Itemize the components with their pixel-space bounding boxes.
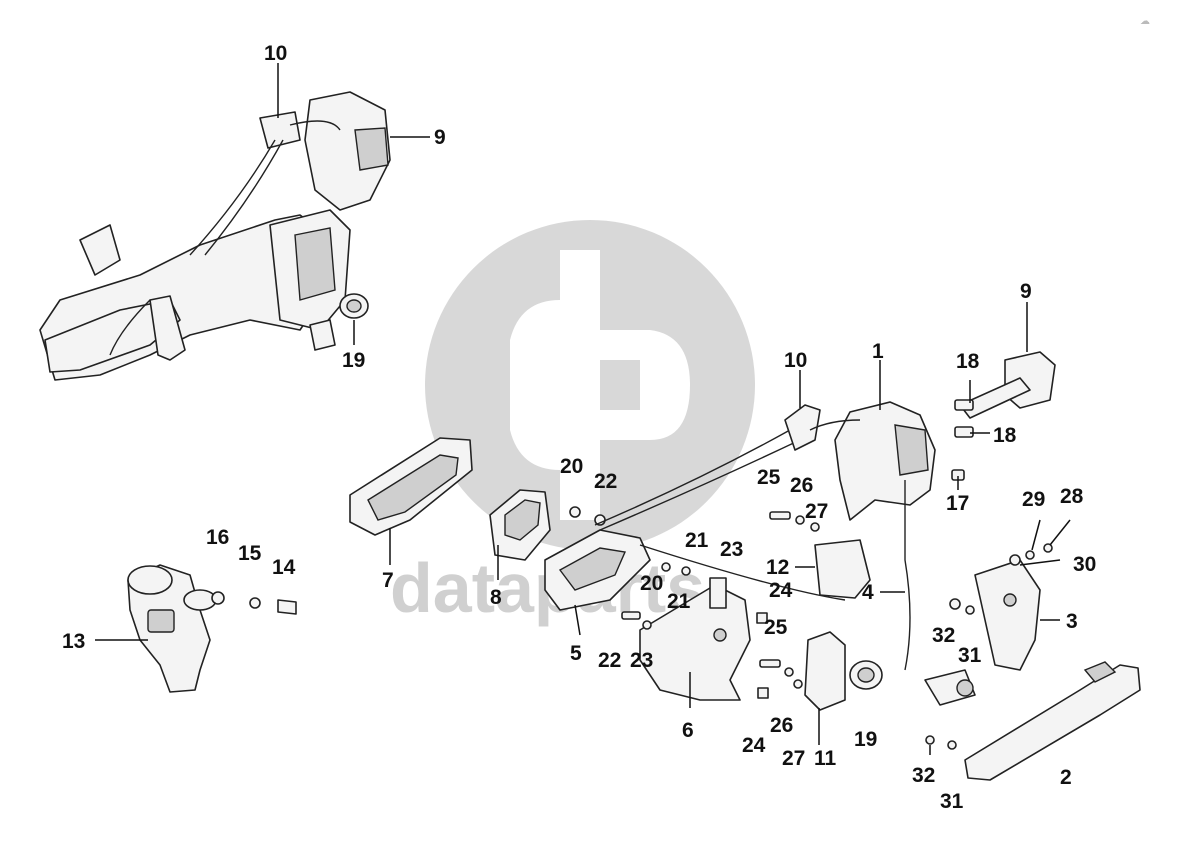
callout-19: 19 — [854, 728, 877, 751]
handle-wiring — [924, 598, 976, 706]
callout-3: 3 — [1066, 610, 1078, 633]
callout-20: 20 — [640, 572, 663, 595]
callout-19: 19 — [342, 349, 365, 372]
callout-5: 5 — [570, 642, 582, 665]
callout-10: 10 — [264, 42, 287, 65]
callout-24: 24 — [742, 734, 766, 757]
callout-25: 25 — [764, 616, 788, 639]
callout-1: 1 — [872, 340, 884, 363]
actuator-cover — [814, 539, 871, 599]
callout-16: 16 — [206, 526, 229, 549]
callout-18: 18 — [956, 350, 980, 373]
callout-15: 15 — [238, 542, 262, 565]
door-striker — [959, 351, 1056, 419]
callout-10: 10 — [784, 349, 807, 372]
mounting-bracket — [639, 577, 751, 701]
callout-21: 21 — [667, 590, 691, 613]
assembled-door-latch-view — [39, 91, 391, 381]
grommet — [849, 660, 883, 690]
callout-32: 32 — [932, 624, 955, 647]
callout-24: 24 — [769, 579, 793, 602]
door-latch — [834, 401, 936, 671]
callout-28: 28 — [1060, 485, 1084, 508]
callout-21: 21 — [685, 529, 709, 552]
callout-14: 14 — [272, 556, 296, 579]
lock-cylinder-group — [127, 564, 297, 693]
callout-9: 9 — [1020, 280, 1032, 303]
callout-26: 26 — [790, 474, 813, 497]
callout-31: 31 — [940, 790, 964, 813]
callout-23: 23 — [630, 649, 653, 672]
callout-18: 18 — [993, 424, 1017, 447]
callout-29: 29 — [1022, 488, 1045, 511]
callout-8: 8 — [490, 586, 502, 609]
interior-handle — [489, 489, 551, 561]
callout-6: 6 — [682, 719, 694, 742]
callout-4: 4 — [862, 581, 874, 604]
callout-30: 30 — [1073, 553, 1096, 576]
fasteners-upper — [661, 511, 820, 576]
watermark-logo — [425, 220, 755, 550]
callout-22: 22 — [594, 470, 617, 493]
callout-31: 31 — [958, 644, 982, 667]
callout-25: 25 — [757, 466, 781, 489]
callout-2: 2 — [1060, 766, 1072, 789]
callout-22: 22 — [598, 649, 621, 672]
callout-labels: 10 9 19 9 18 18 1 10 17 25 26 27 29 28 3… — [62, 42, 1096, 813]
callout-13: 13 — [62, 630, 85, 653]
screw-set — [951, 399, 974, 481]
corner-mark: ☁ — [1140, 16, 1150, 27]
callout-32: 32 — [912, 764, 935, 787]
fasteners-lower — [621, 611, 803, 699]
callout-26: 26 — [770, 714, 793, 737]
latch-cable — [784, 404, 861, 451]
callout-17: 17 — [946, 492, 969, 515]
callout-9: 9 — [434, 126, 446, 149]
lock-actuator — [804, 631, 846, 711]
callout-27: 27 — [782, 747, 805, 770]
callout-11: 11 — [814, 747, 837, 770]
remote-lock-mechanism — [544, 506, 651, 611]
leader-lines — [95, 63, 1071, 755]
callout-23: 23 — [720, 538, 743, 561]
callout-7: 7 — [382, 569, 394, 592]
callout-20: 20 — [560, 455, 583, 478]
callout-12: 12 — [766, 556, 789, 579]
exterior-handle — [925, 661, 1141, 781]
exterior-handle-bracket — [974, 543, 1053, 671]
callout-27: 27 — [805, 500, 828, 523]
interior-handle-bezel — [349, 437, 473, 536]
